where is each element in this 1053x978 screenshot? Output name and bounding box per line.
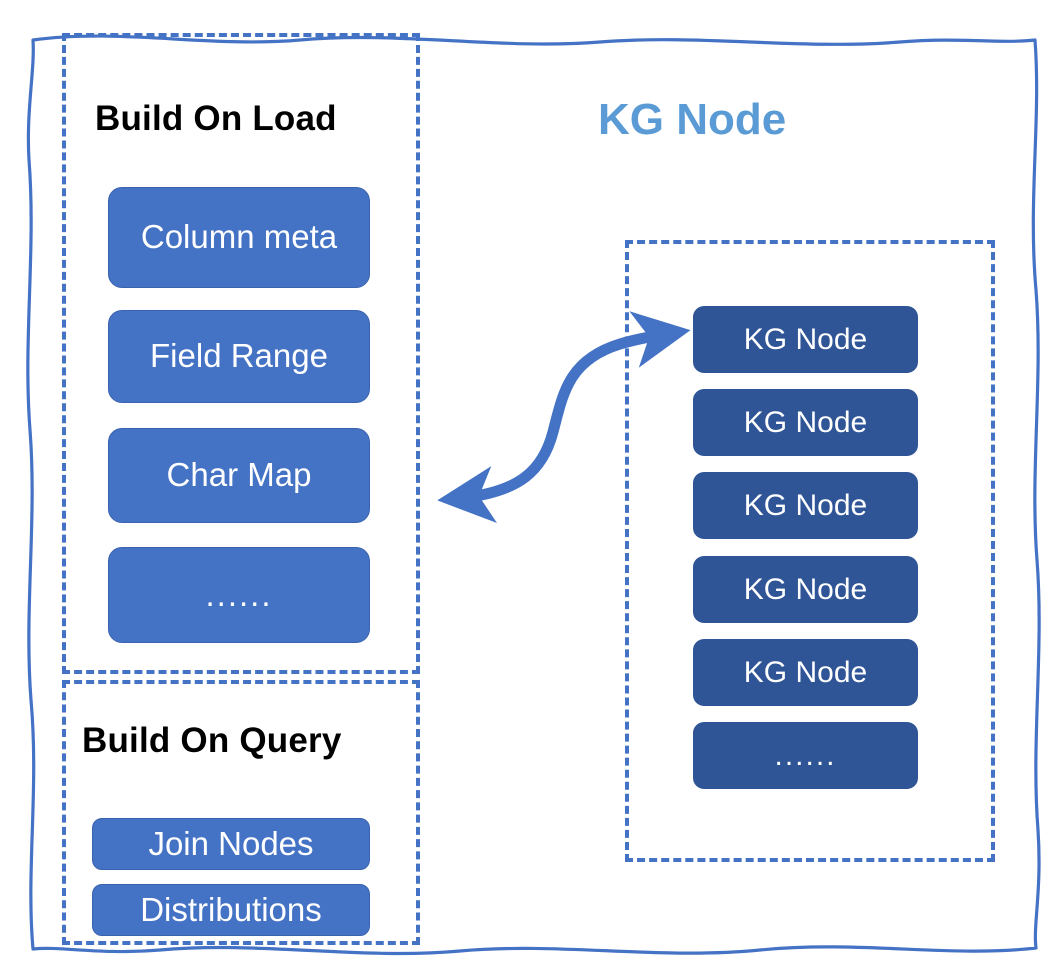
chip-kg-node-4[interactable]: KG Node: [693, 556, 918, 623]
chip-label: Column meta: [140, 218, 338, 256]
build-on-query-heading: Build On Query: [82, 721, 342, 760]
chip-char-map[interactable]: Char Map: [108, 428, 370, 523]
chip-kg-node-5[interactable]: KG Node: [693, 639, 918, 706]
chip-label: Join Nodes: [148, 824, 314, 862]
chip-label: KG Node: [743, 488, 868, 522]
chip-distributions[interactable]: Distributions: [92, 884, 370, 936]
chip-load-ellipsis[interactable]: ......: [108, 547, 370, 643]
chip-kg-node-2[interactable]: KG Node: [693, 389, 918, 456]
build-on-query-group: [62, 680, 420, 945]
chip-join-nodes[interactable]: Join Nodes: [92, 818, 370, 870]
chip-label: KG Node: [743, 322, 868, 356]
chip-kg-node-1[interactable]: KG Node: [693, 306, 918, 373]
chip-label: KG Node: [743, 655, 868, 689]
build-on-load-group: [62, 33, 420, 674]
kg-node-title: KG Node: [598, 95, 787, 144]
chip-label: ......: [205, 575, 273, 613]
chip-label: KG Node: [743, 572, 868, 606]
chip-label: Distributions: [140, 890, 322, 928]
chip-kg-node-3[interactable]: KG Node: [693, 472, 918, 539]
chip-kg-node-ellipsis[interactable]: ......: [693, 722, 918, 789]
build-on-load-heading: Build On Load: [95, 99, 337, 138]
chip-label: Field Range: [150, 337, 328, 375]
chip-label: KG Node: [743, 405, 868, 439]
chip-label: ......: [774, 738, 837, 772]
chip-label: Char Map: [166, 456, 312, 494]
kg-node-group: [625, 240, 995, 862]
chip-field-range[interactable]: Field Range: [108, 310, 370, 403]
chip-column-meta[interactable]: Column meta: [108, 187, 370, 288]
